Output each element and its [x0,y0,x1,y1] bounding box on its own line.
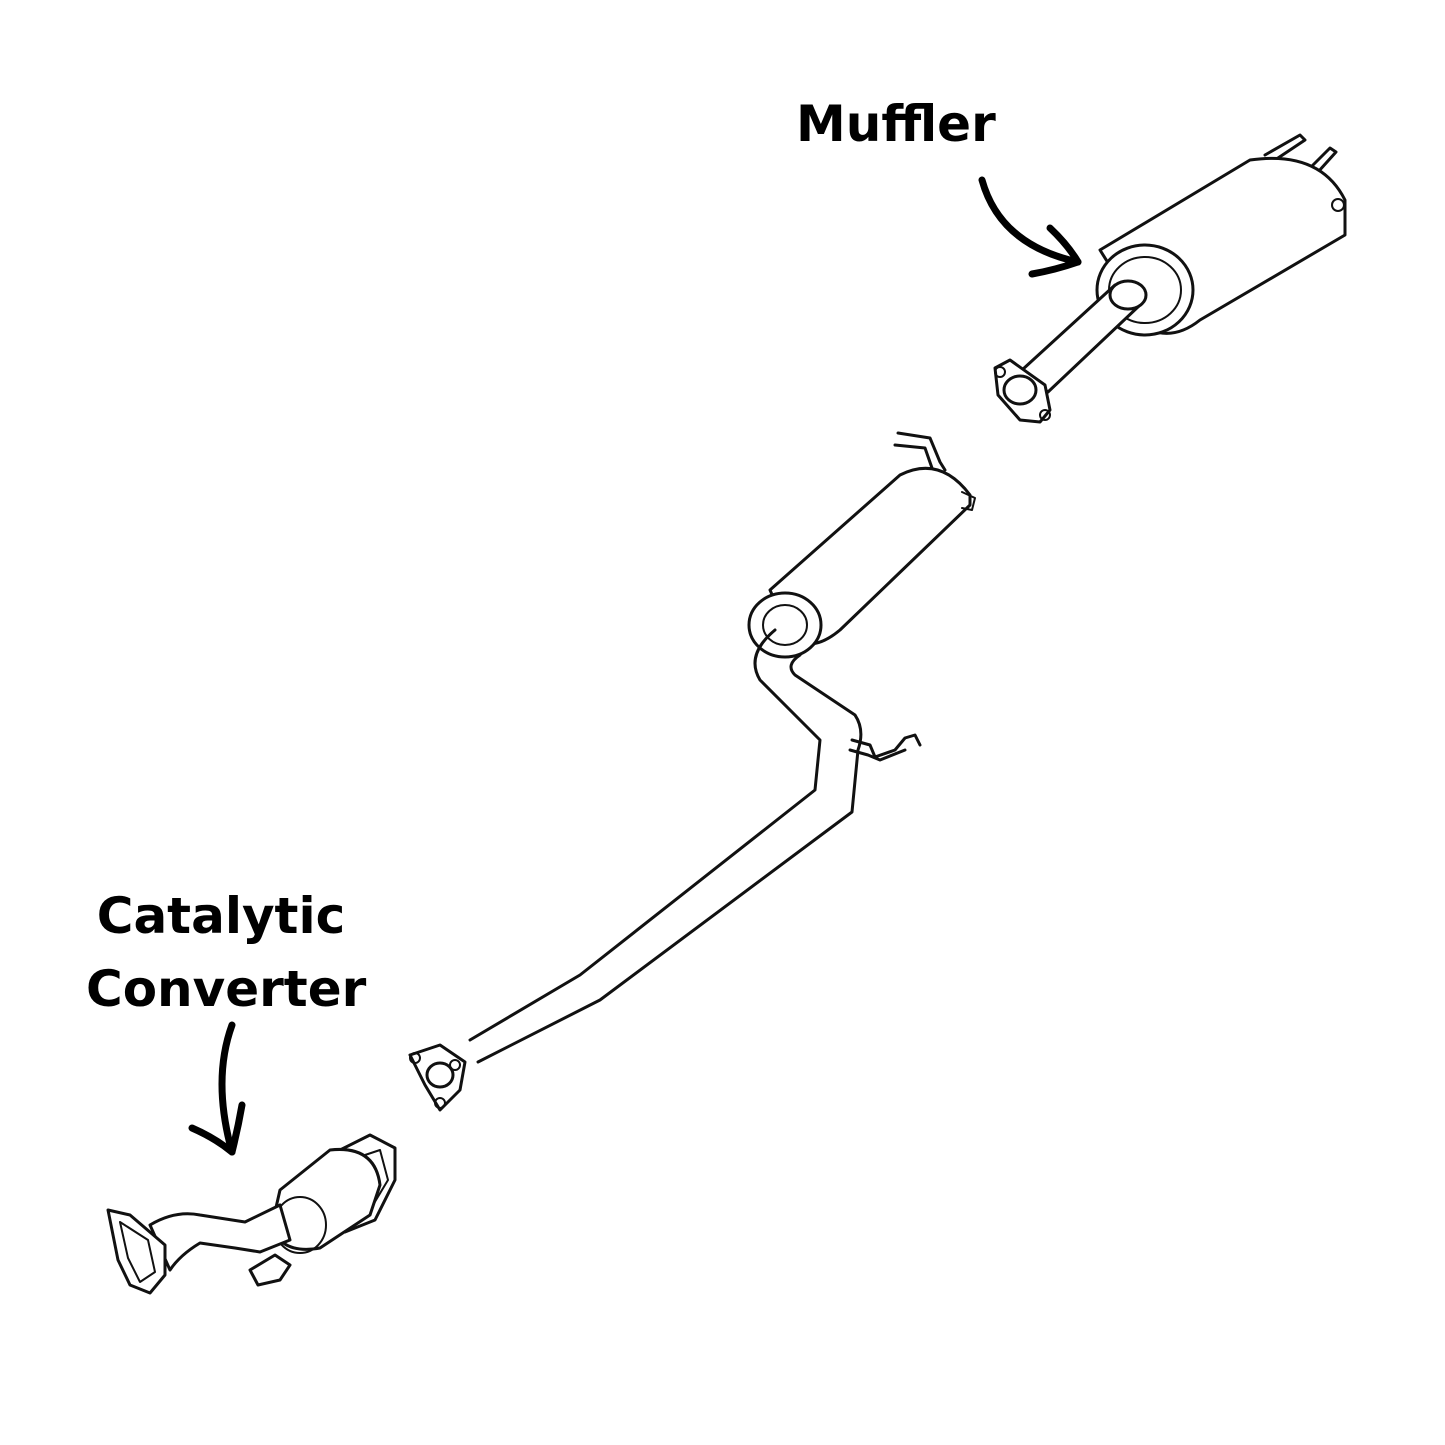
muffler-arrow [978,176,1082,278]
catalytic-label-line2: Converter [86,959,367,1018]
catalytic-arrow [188,1021,246,1156]
catalytic-converter-label: Catalytic Converter [86,880,367,1025]
muffler-label: Muffler [796,95,996,153]
catalytic-label-line1: Catalytic [96,887,346,945]
catalytic-converter [106,1133,397,1295]
rear-muffler [993,133,1347,424]
middle-pipe-with-resonator [408,431,976,1112]
